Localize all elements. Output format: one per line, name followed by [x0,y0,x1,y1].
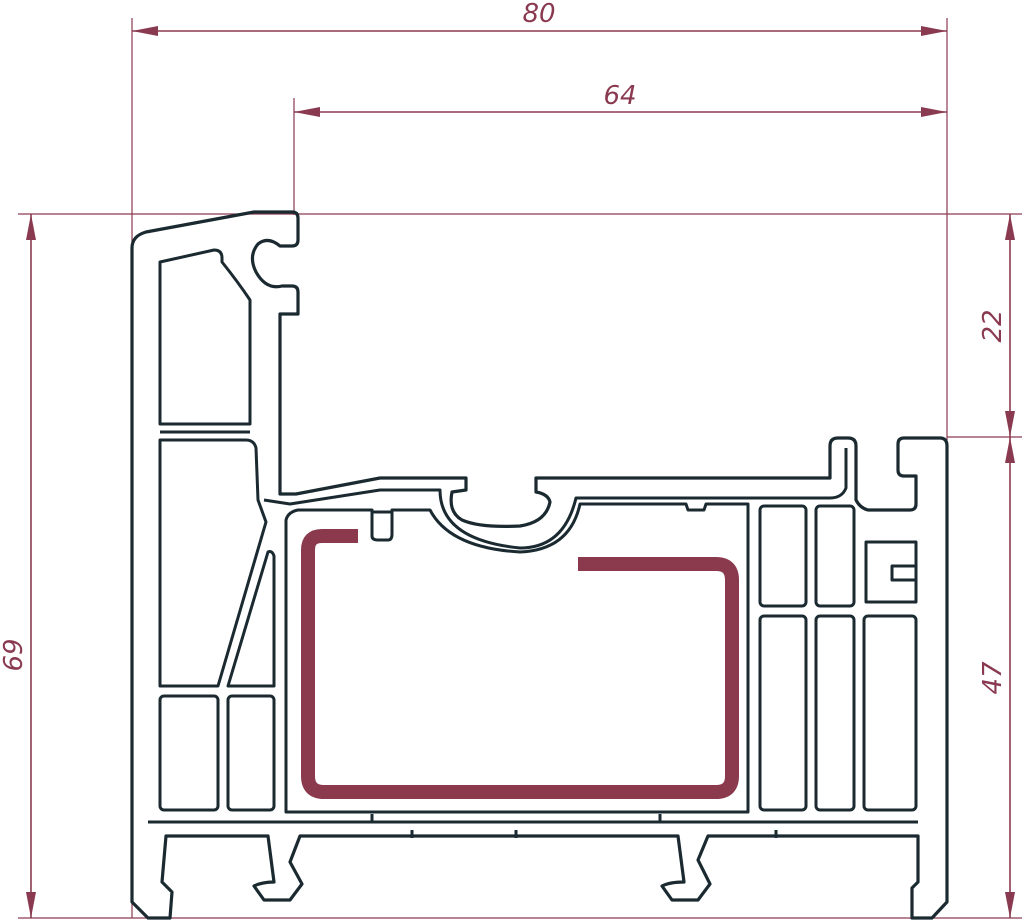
dimension-overall-width: 80 [132,0,947,36]
bead-chamber [158,248,252,426]
arrow-top [1005,437,1015,463]
arrow-left [132,26,158,36]
steel-reinforcement [301,529,739,799]
dimension-inner-width: 64 [294,81,947,117]
right-chamber-a [758,504,808,608]
left-chamber-bottom-1 [158,694,220,812]
arrow-top [26,214,36,240]
arrow-right [921,107,947,117]
arrow-top [1005,214,1015,240]
dimension-label-22: 22 [978,309,1008,342]
dimension-lower-height: 47 [978,437,1015,918]
dimension-upper-height: 22 [978,214,1015,437]
profile-outer-contour [130,210,949,920]
left-chamber-upper [158,438,268,688]
glazing-channel [263,448,848,550]
right-chamber-d [758,614,808,812]
right-chamber-b [814,504,856,608]
right-chamber-c [864,540,918,604]
arrow-bottom [1005,411,1015,437]
dimension-label-69: 69 [0,638,29,671]
arrow-right [921,26,947,36]
extension-lines [18,18,1022,919]
arrow-bottom [26,892,36,918]
dimension-label-80: 80 [522,0,555,29]
left-chamber-bottom-2 [226,694,276,812]
left-chamber-slanted [226,550,276,688]
right-chamber-f [862,614,918,812]
arrow-bottom [1005,892,1015,918]
dimension-label-64: 64 [603,81,636,111]
dimension-label-47: 47 [978,661,1008,695]
main-chamber [284,502,750,814]
dimension-total-height: 69 [0,214,36,918]
pvc-profile [130,210,949,920]
right-chamber-e [814,614,856,812]
steel-reinforcement-left [301,529,739,799]
bottom-rail-ticks [370,814,778,838]
arrow-left [294,107,320,117]
